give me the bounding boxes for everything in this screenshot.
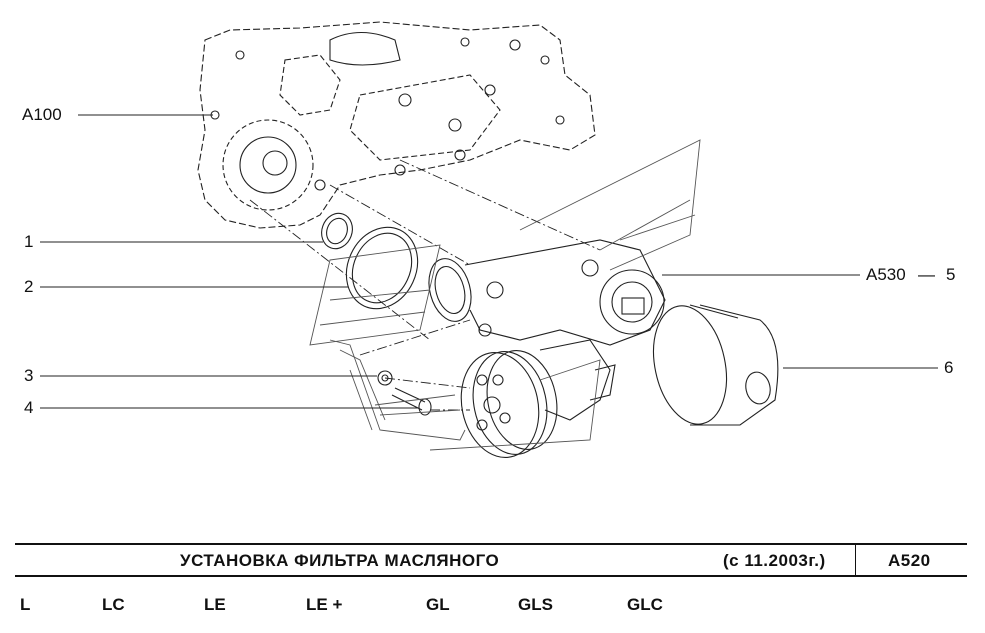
engine-block-outline [197,21,596,229]
effective-date: (с 11.2003г.) [723,551,826,570]
title-block: УСТАНОВКА ФИЛЬТРА МАСЛЯНОГО (с 11.2003г.… [15,543,967,577]
trim-variants: L LC LE LE + GL GLS GLC [0,595,985,617]
callout-3: 3 [24,366,34,385]
oil-filter-bracket [428,239,666,421]
parts-diagram [40,21,938,458]
o-ring-gasket [345,226,419,310]
assembly-lines [249,159,601,411]
variant-lc: LC [102,595,125,614]
variant-l: L [20,595,31,614]
assembly-title: УСТАНОВКА ФИЛЬТРА МАСЛЯНОГО [180,551,500,570]
leader-lines [40,114,938,409]
variant-glc: GLC [627,595,663,614]
variant-gls: GLS [518,595,553,614]
variant-le: LE [204,595,226,614]
callout-a530: A530 [866,265,906,284]
title-divider [855,545,856,575]
callout-a100: A100 [22,105,62,124]
callout-4: 4 [24,398,34,417]
callout-6: 6 [944,358,954,377]
callout-1: 1 [24,232,34,251]
bolt [391,387,432,416]
callout-2: 2 [24,277,34,296]
watermark [309,139,701,451]
oil-seal-ring [321,212,353,250]
pulley [460,350,558,458]
oil-filter [653,304,779,426]
callout-5: 5 [946,265,956,284]
variant-le-plus: LE + [306,595,343,614]
callout-a530-dash: — [918,265,935,284]
assembly-code: A520 [888,551,931,570]
variant-gl: GL [426,595,450,614]
